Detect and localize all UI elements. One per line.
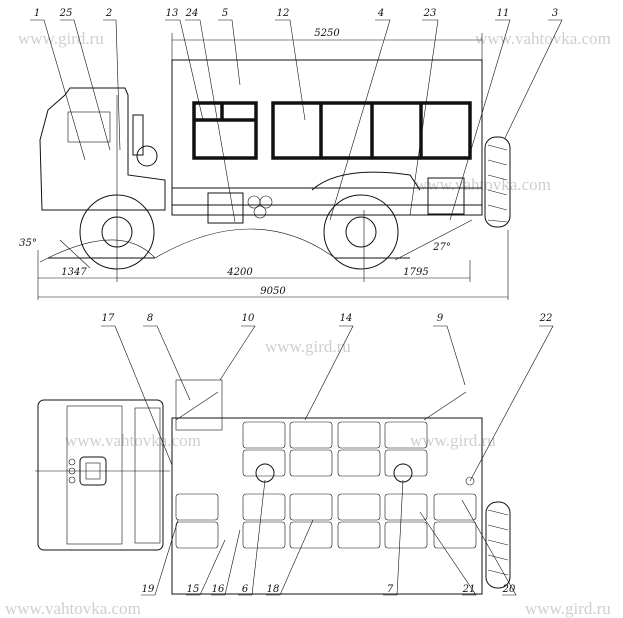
part-label-22: 22	[539, 313, 553, 324]
approach-angle: 35°	[19, 238, 37, 249]
rear-wheel	[323, 194, 399, 270]
part-label-16: 16	[212, 584, 225, 595]
departure-angle: 27°	[432, 242, 451, 253]
rear-fender	[311, 171, 421, 191]
spare-wheel-top	[485, 501, 511, 589]
watermark: www.vahtovka.com	[415, 175, 551, 194]
part-label-21: 21	[462, 584, 476, 595]
seat	[337, 521, 381, 549]
watermark: www.gird.ru	[410, 431, 496, 450]
body-top	[171, 417, 483, 595]
seat	[242, 449, 286, 477]
seat	[289, 449, 333, 477]
seat	[384, 449, 428, 477]
seat-grid	[175, 421, 477, 549]
part-label-23: 23	[423, 8, 437, 19]
spare-wheel	[484, 136, 511, 228]
body-box	[171, 59, 483, 216]
part-label-15: 15	[187, 584, 200, 595]
part-label-4: 4	[377, 8, 384, 19]
watermarks: www.gird.ru www.vahtovka.com www.vahtovk…	[5, 29, 611, 618]
top-view: 17 8 10 14 9 22 19 15 16 6 18 7 21 20	[35, 313, 554, 596]
part-label-18: 18	[267, 584, 280, 595]
windows	[192, 101, 472, 160]
seat	[175, 493, 219, 521]
part-label-17: 17	[102, 313, 115, 324]
part-label-25: 25	[59, 8, 73, 19]
watermark: www.gird.ru	[18, 29, 104, 48]
part-label-20: 20	[502, 584, 516, 595]
cab-top	[37, 399, 164, 551]
dim-body-length: 5250	[314, 28, 340, 39]
seat	[433, 493, 477, 521]
watermark: www.vahtovka.com	[475, 29, 611, 48]
part-label-6: 6	[242, 584, 249, 595]
part-label-5: 5	[222, 8, 228, 19]
side-view: 5250 1347 4200 1795 9050 35° 27° 1 25 2 …	[19, 8, 563, 300]
watermark: www.gird.ru	[265, 337, 351, 356]
part-label-13: 13	[166, 8, 179, 19]
part-label-12: 12	[277, 8, 290, 19]
seat	[433, 521, 477, 549]
air-filter	[136, 145, 158, 167]
seat	[337, 449, 381, 477]
seat	[289, 421, 333, 449]
part-label-3: 3	[552, 8, 558, 19]
seat	[384, 521, 428, 549]
seat	[289, 493, 333, 521]
dim-front-overhang: 1347	[61, 267, 87, 278]
part-label-2: 2	[105, 8, 112, 19]
seat	[242, 421, 286, 449]
seat	[242, 493, 286, 521]
watermark: www.gird.ru	[525, 599, 611, 618]
part-label-9: 9	[437, 313, 444, 324]
part-label-10: 10	[242, 313, 255, 324]
part-label-24: 24	[185, 8, 199, 19]
part-label-14: 14	[340, 313, 353, 324]
part-label-11: 11	[497, 8, 510, 19]
seat	[289, 521, 333, 549]
cab-side	[39, 87, 166, 211]
roof-hatch	[255, 463, 275, 483]
dim-rear-overhang: 1795	[403, 267, 428, 278]
roof-hatch	[393, 463, 413, 483]
seat	[384, 421, 428, 449]
seat	[242, 521, 286, 549]
rear-box	[427, 177, 465, 215]
part-label-1: 1	[34, 8, 40, 19]
dim-overall-length: 9050	[260, 286, 286, 297]
seat	[384, 493, 428, 521]
seat	[337, 493, 381, 521]
seat	[175, 521, 219, 549]
watermark: www.vahtovka.com	[65, 431, 201, 450]
part-label-7: 7	[387, 584, 394, 595]
watermark: www.vahtovka.com	[5, 599, 141, 618]
dim-wheelbase: 4200	[226, 267, 253, 278]
part-label-8: 8	[147, 313, 153, 324]
seat	[337, 421, 381, 449]
part-label-19: 19	[142, 584, 155, 595]
